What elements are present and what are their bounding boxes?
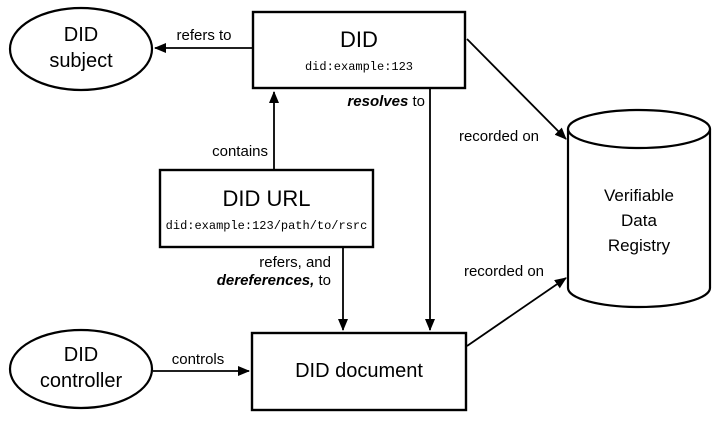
did-url-node-title: DID URL: [222, 185, 311, 211]
did-box: [251, 10, 467, 90]
registry-cylinder-top: [566, 108, 712, 150]
did-url-node-code: did:example:123/path/to/rsrc: [165, 218, 368, 233]
controls-label: controls: [171, 351, 225, 368]
recorded-on-bottom-arrow: [466, 277, 567, 347]
recorded-on-bottom-label: recorded on: [463, 263, 545, 280]
refers-dereferences-label: refers, and dereferences, to: [131, 254, 331, 290]
did-controller-label-line2: controller: [39, 370, 123, 392]
refers-dereferences-label-emphasis: dereferences,: [216, 272, 315, 289]
registry-node: Verifiable Data Registry: [568, 183, 710, 258]
did-node-title: DID: [340, 27, 378, 52]
did-document-node: DID document: [252, 333, 466, 410]
did-controller-node: DID controller: [10, 330, 152, 408]
did-subject-ellipse: [8, 6, 154, 92]
registry-label-line3: Registry: [607, 236, 671, 255]
resolves-to-label: resolves to: [225, 93, 425, 111]
did-document-box: [250, 331, 468, 412]
did-url-box: [158, 168, 375, 249]
did-node-code: did:example:123: [304, 60, 414, 74]
did-subject-label-line2: subject: [49, 50, 113, 72]
registry-label-line1: Verifiable: [604, 186, 674, 205]
did-controller-label-line1: DID: [63, 344, 99, 367]
contains-label: contains: [212, 143, 268, 160]
refers-to-label: refers to: [176, 27, 232, 44]
did-node: DID did:example:123: [253, 14, 465, 88]
resolves-to-label-emphasis: resolves: [347, 93, 409, 110]
recorded-on-top-label: recorded on: [458, 128, 540, 145]
registry-cylinder-body: [566, 129, 712, 309]
refers-dereferences-label-rest: to: [314, 272, 331, 289]
did-controller-ellipse: [8, 328, 154, 410]
recorded-on-top-arrow: [466, 38, 567, 140]
refers-dereferences-label-line1: refers, and: [259, 254, 331, 271]
did-subject-node: DID subject: [10, 8, 152, 90]
refers-dereferences-label-line2: dereferences, to: [131, 272, 331, 290]
did-subject-label-line1: DID: [63, 24, 99, 47]
resolves-to-label-rest: to: [408, 93, 425, 110]
registry-label-line2: Data: [621, 211, 657, 230]
did-url-node: DID URL did:example:123/path/to/rsrc: [160, 172, 373, 247]
did-document-label: DID document: [295, 359, 423, 382]
